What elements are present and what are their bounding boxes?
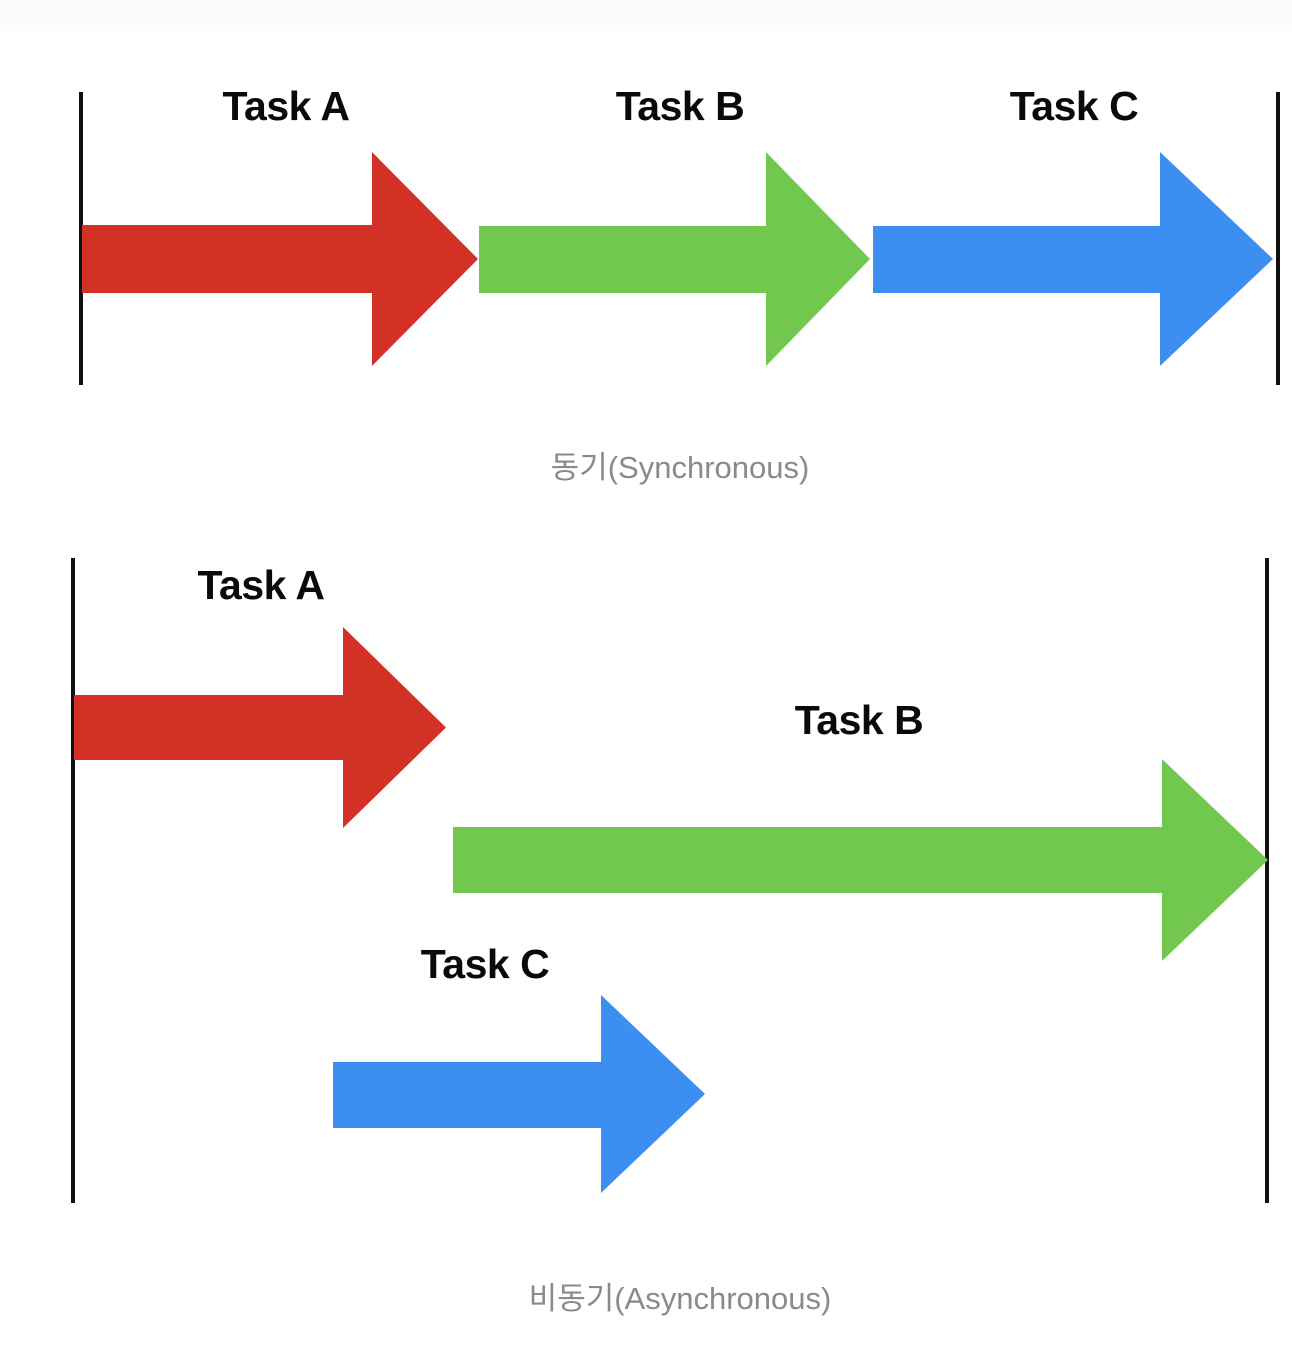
top-gradient-band <box>0 0 1292 34</box>
sync-task-c-label: Task C <box>1009 83 1139 129</box>
synchronous-caption: 동기(Synchronous) <box>550 450 810 485</box>
synchronous-section: Task A Task B Task C 동기(Synchronous) <box>0 0 1292 510</box>
sync-task-a-label: Task A <box>222 83 350 129</box>
async-task-a-label: Task A <box>197 562 325 608</box>
asynchronous-section: Task A Task B Task C 비동기(Asynchronous) <box>0 520 1292 1346</box>
async-task-c-label: Task C <box>420 941 550 987</box>
asynchronous-caption: 비동기(Asynchronous) <box>528 1281 832 1316</box>
sync-task-b-label: Task B <box>615 83 745 129</box>
async-task-b-label: Task B <box>794 697 924 743</box>
